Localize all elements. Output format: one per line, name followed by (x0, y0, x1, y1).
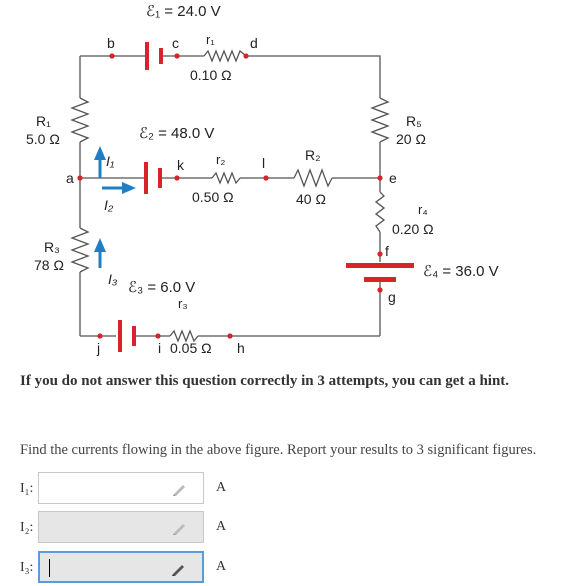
answer-label-i1: I₁: (20, 481, 34, 496)
answer-input-i3[interactable] (40, 553, 168, 581)
node-g-label: g (388, 289, 396, 305)
circuit-diagram: ℰ₁ = 24.0 V ℰ₂ = 48.0 V ℰ₃ = 6.0 V ℰ₄ = … (26, 3, 499, 356)
R2-name: R₂ (305, 147, 321, 163)
i2-label: I₂ (104, 197, 114, 213)
answer-field-i2-box (38, 511, 204, 543)
R1-value: 5.0 Ω (26, 131, 60, 147)
r3-name: r₃ (178, 296, 188, 311)
current-arrow-i3 (94, 238, 106, 268)
R5-value: 20 Ω (396, 131, 426, 147)
node-g (377, 287, 383, 293)
answer-input-i2[interactable] (39, 512, 167, 540)
R3-name: R₃ (44, 239, 60, 255)
r2-name: r₂ (216, 152, 225, 167)
pencil-icon[interactable] (170, 561, 188, 577)
node-c-label: c (172, 35, 179, 51)
node-l-label: l (262, 155, 265, 171)
r4-value: 0.20 Ω (392, 221, 434, 237)
node-h-label: h (237, 340, 245, 356)
node-e-label: e (389, 170, 397, 186)
node-l (263, 175, 269, 181)
battery-emf1 (145, 42, 163, 70)
node-a-label: a (66, 170, 74, 186)
i1-label: I₁ (106, 153, 115, 169)
node-j (97, 333, 103, 339)
node-k (174, 175, 180, 181)
answer-label-i3: I₃: (20, 560, 34, 575)
R1-name: R₁ (36, 113, 51, 129)
answer-field-i3-box (38, 551, 204, 583)
node-d (243, 53, 249, 59)
r4-name: r₄ (418, 202, 428, 217)
node-b (109, 53, 115, 59)
battery-emf2 (144, 162, 162, 194)
node-b-label: b (107, 35, 115, 51)
R5-name: R₅ (406, 113, 422, 129)
r3-value: 0.05 Ω (170, 340, 212, 356)
node-f (377, 251, 383, 257)
R2-value: 40 Ω (296, 191, 326, 207)
emf1-label: ℰ₁ = 24.0 V (146, 3, 221, 20)
answer-unit-i1: A (216, 480, 227, 495)
hint-notice: If you do not answer this question corre… (20, 373, 510, 389)
text-cursor (49, 559, 50, 577)
r1-value: 0.10 Ω (190, 67, 232, 83)
node-c (174, 53, 180, 59)
i3-label: I₃ (108, 271, 118, 287)
current-arrow-i1 (94, 146, 106, 178)
current-arrow-i2 (102, 182, 136, 194)
node-d-label: d (250, 35, 258, 51)
node-i-label: i (158, 340, 161, 356)
pencil-icon[interactable] (171, 481, 189, 497)
answer-unit-i3: A (216, 559, 227, 574)
node-e (377, 175, 383, 181)
node-f-label: f (385, 243, 389, 259)
R3-value: 78 Ω (34, 257, 64, 273)
node-h (227, 333, 233, 339)
answer-field-i1-box (38, 472, 204, 504)
node-a (77, 175, 83, 181)
battery-emf3 (118, 320, 136, 352)
emf3-label: ℰ₃ = 6.0 V (128, 279, 195, 296)
emf2-label: ℰ₂ = 48.0 V (139, 125, 214, 142)
question-prompt: Find the currents flowing in the above f… (20, 442, 537, 458)
r1-name: r₁ (206, 32, 215, 47)
answer-label-i2: I₂: (20, 520, 34, 535)
pencil-icon[interactable] (171, 520, 189, 536)
r2-value: 0.50 Ω (192, 189, 234, 205)
emf4-label: ℰ₄ = 36.0 V (423, 263, 499, 280)
node-i (155, 333, 161, 339)
node-j-label: j (96, 340, 100, 356)
answer-input-i1[interactable] (39, 473, 167, 501)
node-k-label: k (177, 157, 185, 173)
answer-unit-i2: A (216, 519, 227, 534)
battery-emf4 (346, 263, 414, 282)
